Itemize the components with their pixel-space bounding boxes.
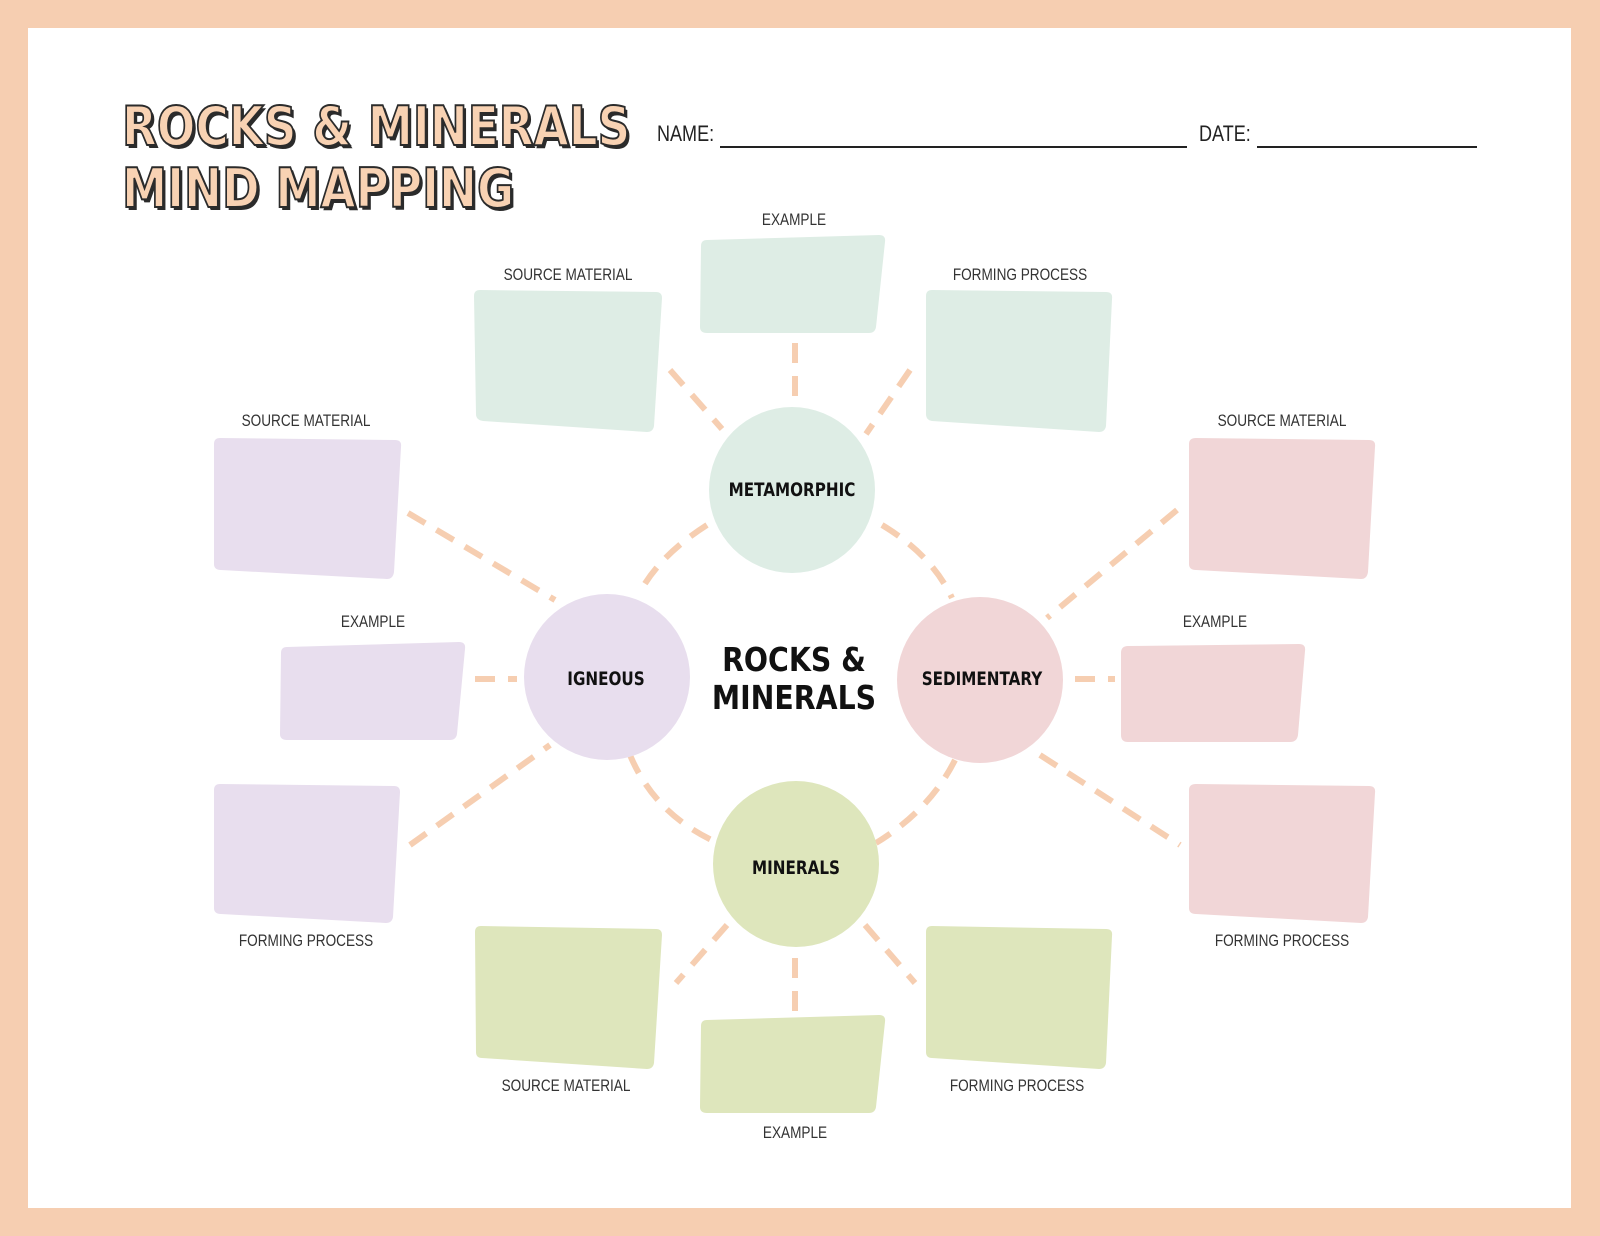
sedimentary-source-box[interactable] bbox=[1189, 438, 1376, 579]
minerals-node[interactable] bbox=[713, 781, 879, 947]
metamorphic-node-label: METAMORPHIC bbox=[729, 479, 856, 501]
sedimentary-node-label: SEDIMENTARY bbox=[922, 668, 1043, 690]
sedimentary-forming-box[interactable] bbox=[1189, 784, 1376, 923]
igneous-example-box[interactable] bbox=[280, 642, 466, 740]
minerals-example-box[interactable] bbox=[700, 1015, 886, 1113]
name-label: NAME: bbox=[657, 121, 715, 146]
connector-metamorphic-sedimentary bbox=[880, 522, 955, 600]
igneous-node[interactable] bbox=[524, 594, 690, 760]
connector-igneous-minerals bbox=[627, 753, 720, 846]
sedimentary-forming-label: FORMING PROCESS bbox=[1215, 932, 1349, 951]
name-line[interactable] bbox=[720, 146, 1187, 148]
sedimentary-example-label: EXAMPLE bbox=[1183, 613, 1247, 632]
igneous-source-label: SOURCE MATERIAL bbox=[242, 412, 371, 431]
title-line-1: ROCKS & MINERALS bbox=[121, 95, 631, 159]
worksheet-sheet bbox=[28, 28, 1571, 1208]
connector-igneous-source bbox=[406, 510, 557, 603]
connector-metamorphic-igneous bbox=[637, 522, 709, 594]
igneous-source-box[interactable] bbox=[214, 438, 402, 579]
connector-metamorphic-forming bbox=[863, 368, 913, 436]
connector-igneous-forming bbox=[408, 742, 552, 848]
metamorphic-forming-label: FORMING PROCESS bbox=[953, 266, 1087, 285]
date-label: DATE: bbox=[1199, 121, 1251, 146]
connector-sedimentary-source bbox=[1045, 507, 1179, 621]
minerals-source-label: SOURCE MATERIAL bbox=[502, 1077, 631, 1096]
sedimentary-node[interactable] bbox=[897, 597, 1063, 763]
minerals-forming-label: FORMING PROCESS bbox=[950, 1077, 1084, 1096]
connector-metamorphic-source bbox=[667, 368, 725, 431]
worksheet-title: ROCKS & MINERALS MIND MAPPING bbox=[121, 95, 631, 221]
metamorphic-source-label: SOURCE MATERIAL bbox=[504, 266, 633, 285]
metamorphic-node[interactable] bbox=[709, 407, 875, 573]
title-line-2: MIND MAPPING bbox=[121, 157, 515, 221]
sedimentary-example-box[interactable] bbox=[1121, 644, 1306, 742]
sedimentary-source-label: SOURCE MATERIAL bbox=[1218, 412, 1347, 431]
connector-minerals-source bbox=[673, 923, 730, 985]
metamorphic-source-box[interactable] bbox=[474, 290, 662, 432]
igneous-node-label: IGNEOUS bbox=[567, 668, 644, 690]
minerals-node-label: MINERALS bbox=[752, 857, 840, 879]
metamorphic-forming-box[interactable] bbox=[926, 290, 1113, 432]
igneous-forming-box[interactable] bbox=[214, 784, 400, 923]
minerals-source-box[interactable] bbox=[475, 926, 662, 1069]
metamorphic-example-label: EXAMPLE bbox=[762, 211, 826, 230]
minerals-forming-box[interactable] bbox=[926, 926, 1113, 1069]
date-line[interactable] bbox=[1257, 146, 1477, 148]
center-label-line-1: ROCKS & bbox=[722, 641, 866, 680]
igneous-forming-label: FORMING PROCESS bbox=[239, 932, 373, 951]
igneous-example-label: EXAMPLE bbox=[341, 613, 405, 632]
connector-minerals-forming bbox=[862, 923, 918, 985]
minerals-example-label: EXAMPLE bbox=[763, 1124, 827, 1143]
metamorphic-example-box[interactable] bbox=[700, 235, 886, 333]
connector-sedimentary-forming bbox=[1038, 752, 1182, 848]
connector-sedimentary-minerals bbox=[874, 758, 958, 846]
center-label-line-2: MINERALS bbox=[712, 679, 876, 718]
